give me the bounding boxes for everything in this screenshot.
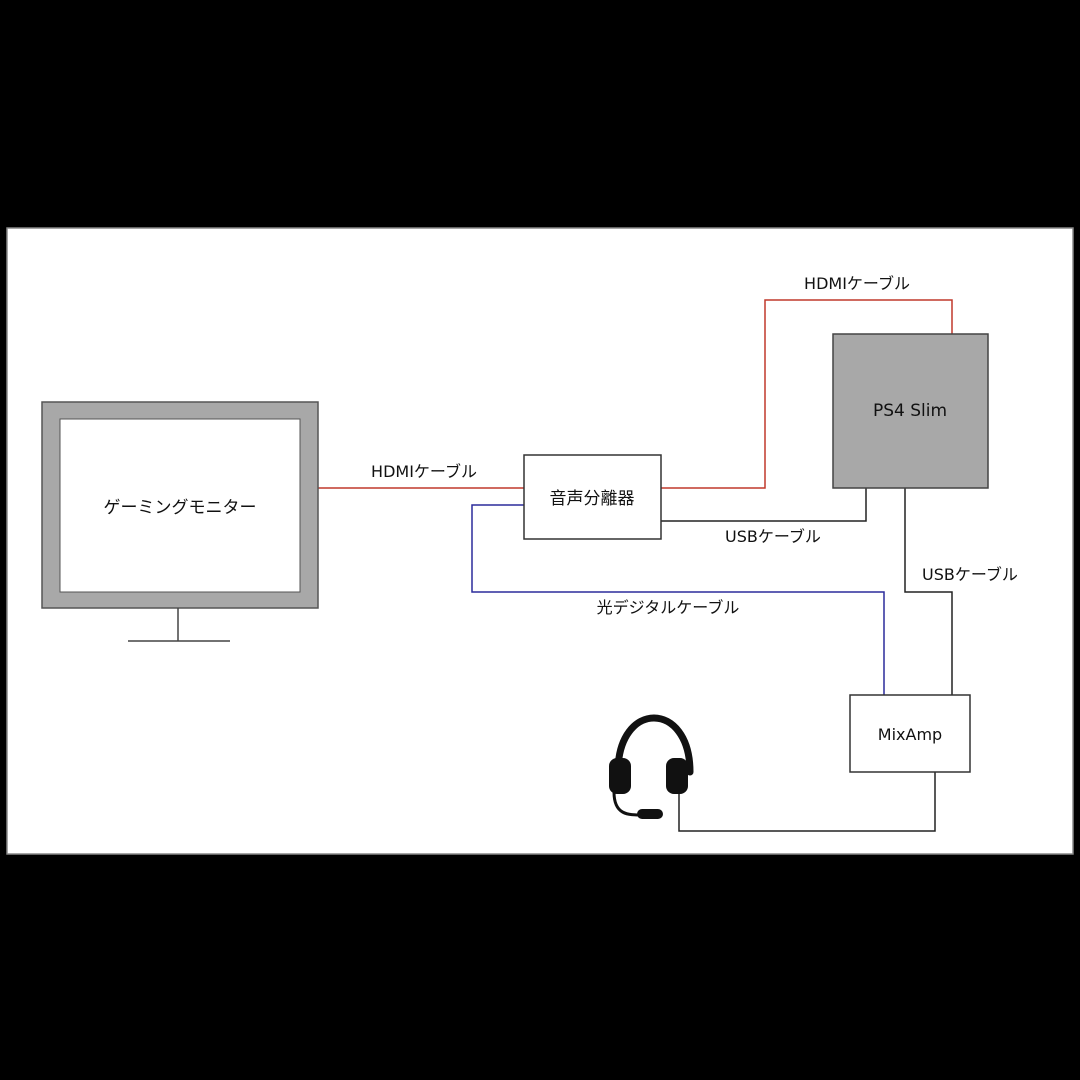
edge-label-hdmi-splitter-ps4: HDMIケーブル xyxy=(804,274,910,293)
edge-usb-ps4-mixamp xyxy=(904,488,953,695)
monitor-screen xyxy=(59,418,301,593)
ps4-label: PS4 Slim xyxy=(873,401,947,421)
mixamp-box xyxy=(849,694,971,773)
ps4-box xyxy=(832,333,989,489)
edge-label-optical-splitter-mixamp: 光デジタルケーブル xyxy=(597,598,740,617)
splitter-label: 音声分離器 xyxy=(550,489,635,509)
splitter-box xyxy=(523,454,662,540)
headset-icon xyxy=(609,714,694,819)
edge-usb-splitter-ps4 xyxy=(661,488,867,522)
node-ps4: PS4 Slim xyxy=(832,333,989,489)
mixamp-label: MixAmp xyxy=(878,725,942,744)
edge-hdmi-splitter-ps4 xyxy=(661,299,953,489)
monitor-label: ゲーミングモニター xyxy=(104,498,257,518)
edge-audio-mixamp-headset xyxy=(678,772,936,832)
edge-label-usb-splitter-ps4: USBケーブル xyxy=(725,527,821,546)
edge-optical-splitter-mixamp xyxy=(471,504,885,695)
node-mixamp: MixAmp xyxy=(849,694,971,773)
node-monitor: ゲーミングモニター xyxy=(41,401,319,642)
node-splitter: 音声分離器 xyxy=(523,454,662,540)
edge-label-hdmi-monitor-splitter: HDMIケーブル xyxy=(371,462,477,481)
edge-label-usb-ps4-mixamp: USBケーブル xyxy=(922,565,1018,584)
